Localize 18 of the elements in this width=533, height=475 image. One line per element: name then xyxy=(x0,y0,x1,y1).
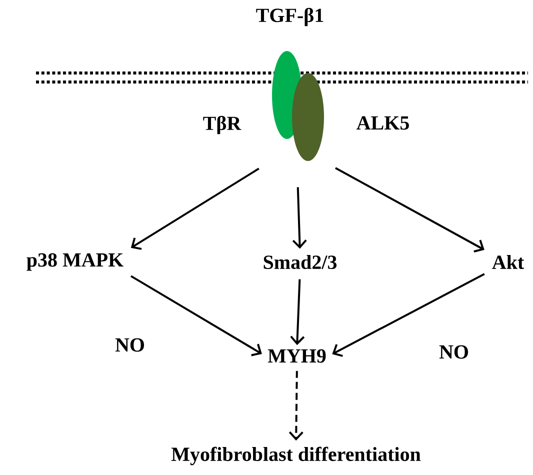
arrow xyxy=(292,187,307,249)
arrow xyxy=(130,168,260,250)
edge-label: NO xyxy=(438,344,470,360)
ligand-label: TGF-β1 xyxy=(256,8,324,26)
receptor-drawing xyxy=(272,51,324,161)
arrow xyxy=(332,273,485,357)
protein-label: p38 MAPK xyxy=(26,253,124,271)
arrow xyxy=(290,279,305,346)
arrow xyxy=(288,370,304,441)
protein-label: Akt xyxy=(492,254,524,270)
protein-label: MYH9 xyxy=(268,349,326,363)
protein-label: Smad2/3 xyxy=(264,254,337,270)
receptor-label: TβR xyxy=(203,116,242,134)
edge-label: NO xyxy=(114,337,146,353)
arrow xyxy=(334,167,484,252)
arrow xyxy=(130,275,262,356)
protein-label: Myofibroblast differentiation xyxy=(171,446,421,466)
receptor-label: ALK5 xyxy=(356,116,409,130)
